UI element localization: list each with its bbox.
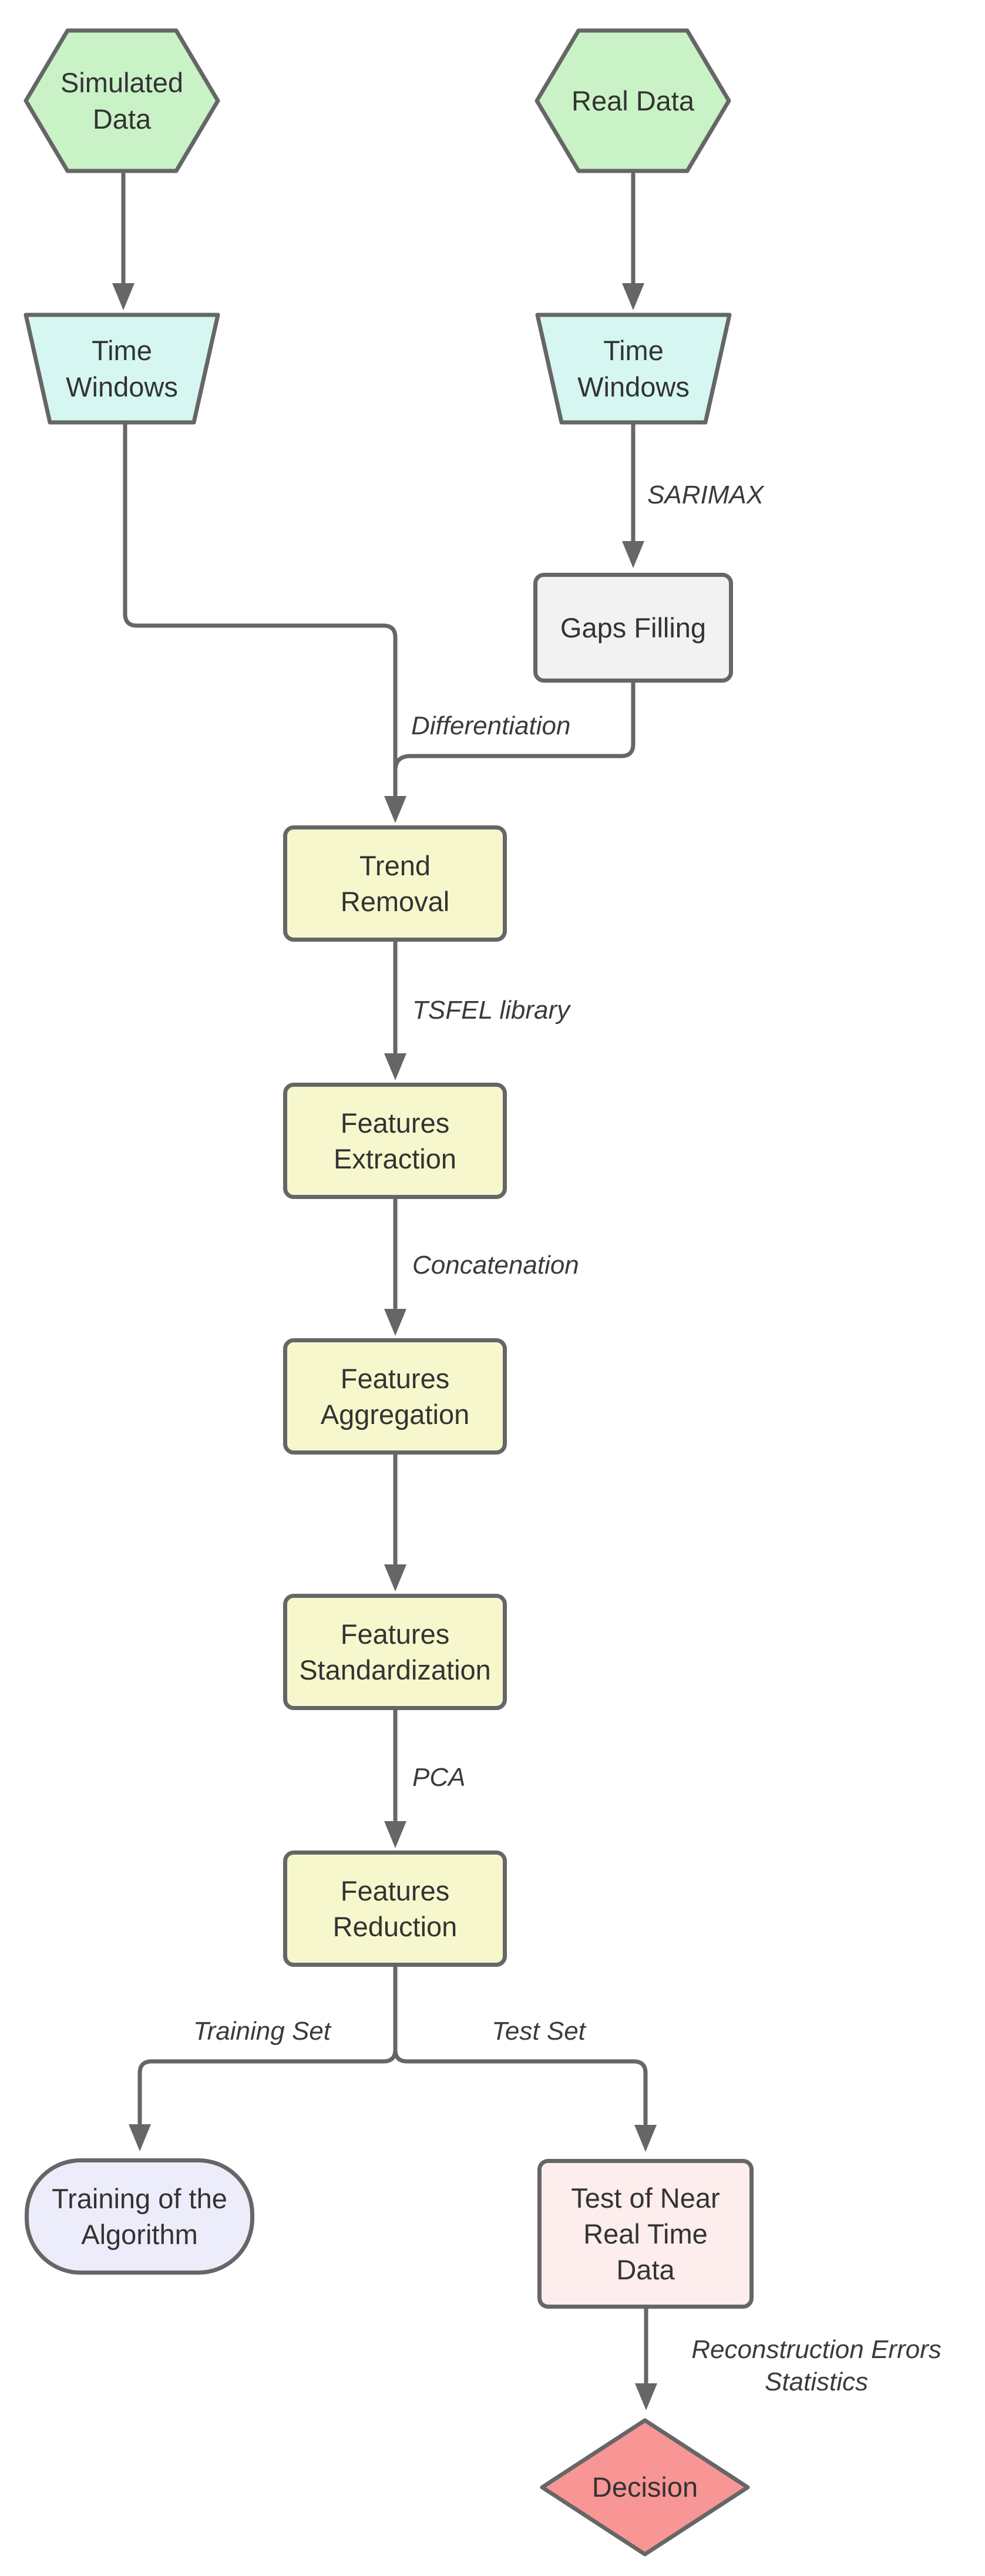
hexagon-shape xyxy=(23,28,220,173)
arrowhead-features-extraction xyxy=(384,1053,406,1080)
arrowhead-features-reduction xyxy=(384,1821,406,1848)
arrowhead-training xyxy=(129,2124,151,2151)
node-label: Features Standardization xyxy=(299,1618,491,1685)
node-label: Features Aggregation xyxy=(320,1362,470,1430)
hexagon-shape xyxy=(534,28,731,173)
trapezoid-shape xyxy=(23,313,220,425)
edge-label-pca: PCA xyxy=(412,1763,466,1792)
node-training-of-the-algorithm: Training of the Algorithm xyxy=(25,2158,254,2275)
arrowhead-gaps-filling xyxy=(622,541,644,568)
node-label: Features Extraction xyxy=(334,1107,456,1174)
arrowhead-trend-removal xyxy=(384,796,406,823)
node-test-of-near-real-time-data: Test of Near Real Time Data xyxy=(537,2159,754,2309)
edge-label-training-set: Training Set xyxy=(193,2017,331,2046)
edge-label-differentiation: Differentiation xyxy=(411,711,571,740)
node-label: Time Windows xyxy=(66,335,178,402)
node-features-standardization: Features Standardization xyxy=(283,1594,507,1710)
edge-reduction-to-test xyxy=(393,1964,648,2126)
node-time-windows-left: Time Windows xyxy=(23,313,220,425)
node-label: Test of Near Real Time Data xyxy=(571,2182,720,2286)
edge-label-tsfel-library: TSFEL library xyxy=(412,996,570,1025)
node-label: Time Windows xyxy=(577,335,690,402)
arrowhead-test xyxy=(634,2125,657,2152)
arrowhead-timewindows-left xyxy=(112,283,135,310)
node-features-reduction: Features Reduction xyxy=(283,1850,507,1967)
edge-label-reconstruction-errors-statistics: Reconstruction Errors Statistics xyxy=(691,2335,942,2396)
node-label: Training of the Algorithm xyxy=(52,2182,227,2250)
node-label: Trend Removal xyxy=(340,849,450,917)
node-gaps-filling: Gaps Filling xyxy=(533,573,733,683)
node-features-aggregation: Features Aggregation xyxy=(283,1338,507,1455)
node-label: Gaps Filling xyxy=(560,612,707,643)
node-features-extraction: Features Extraction xyxy=(283,1083,507,1199)
arrowhead-features-aggregation xyxy=(384,1309,406,1336)
edge-label-sarimax: SARIMAX xyxy=(647,481,764,509)
edge-timewindows-left-to-trend xyxy=(123,422,398,797)
edge-label-test-set: Test Set xyxy=(492,2017,586,2046)
node-real-data: Real Data xyxy=(534,28,731,173)
diamond-shape xyxy=(540,2418,750,2557)
arrowhead-decision xyxy=(635,2383,657,2410)
node-label: Real Data xyxy=(571,85,694,116)
arrowhead-timewindows-right xyxy=(622,283,644,310)
node-trend-removal: Trend Removal xyxy=(283,825,507,942)
node-label: Decision xyxy=(591,2471,698,2503)
arrowhead-features-standardization xyxy=(384,1564,406,1591)
node-simulated-data: Simulated Data xyxy=(23,28,220,173)
trapezoid-shape xyxy=(535,313,732,425)
node-label: Features Reduction xyxy=(332,1875,458,1942)
node-decision: Decision xyxy=(539,2417,751,2557)
node-time-windows-right: Time Windows xyxy=(535,313,732,425)
edge-label-concatenation: Concatenation xyxy=(412,1251,579,1279)
edge-gaps-to-merge xyxy=(393,680,636,784)
node-label: Simulated Data xyxy=(60,67,183,135)
